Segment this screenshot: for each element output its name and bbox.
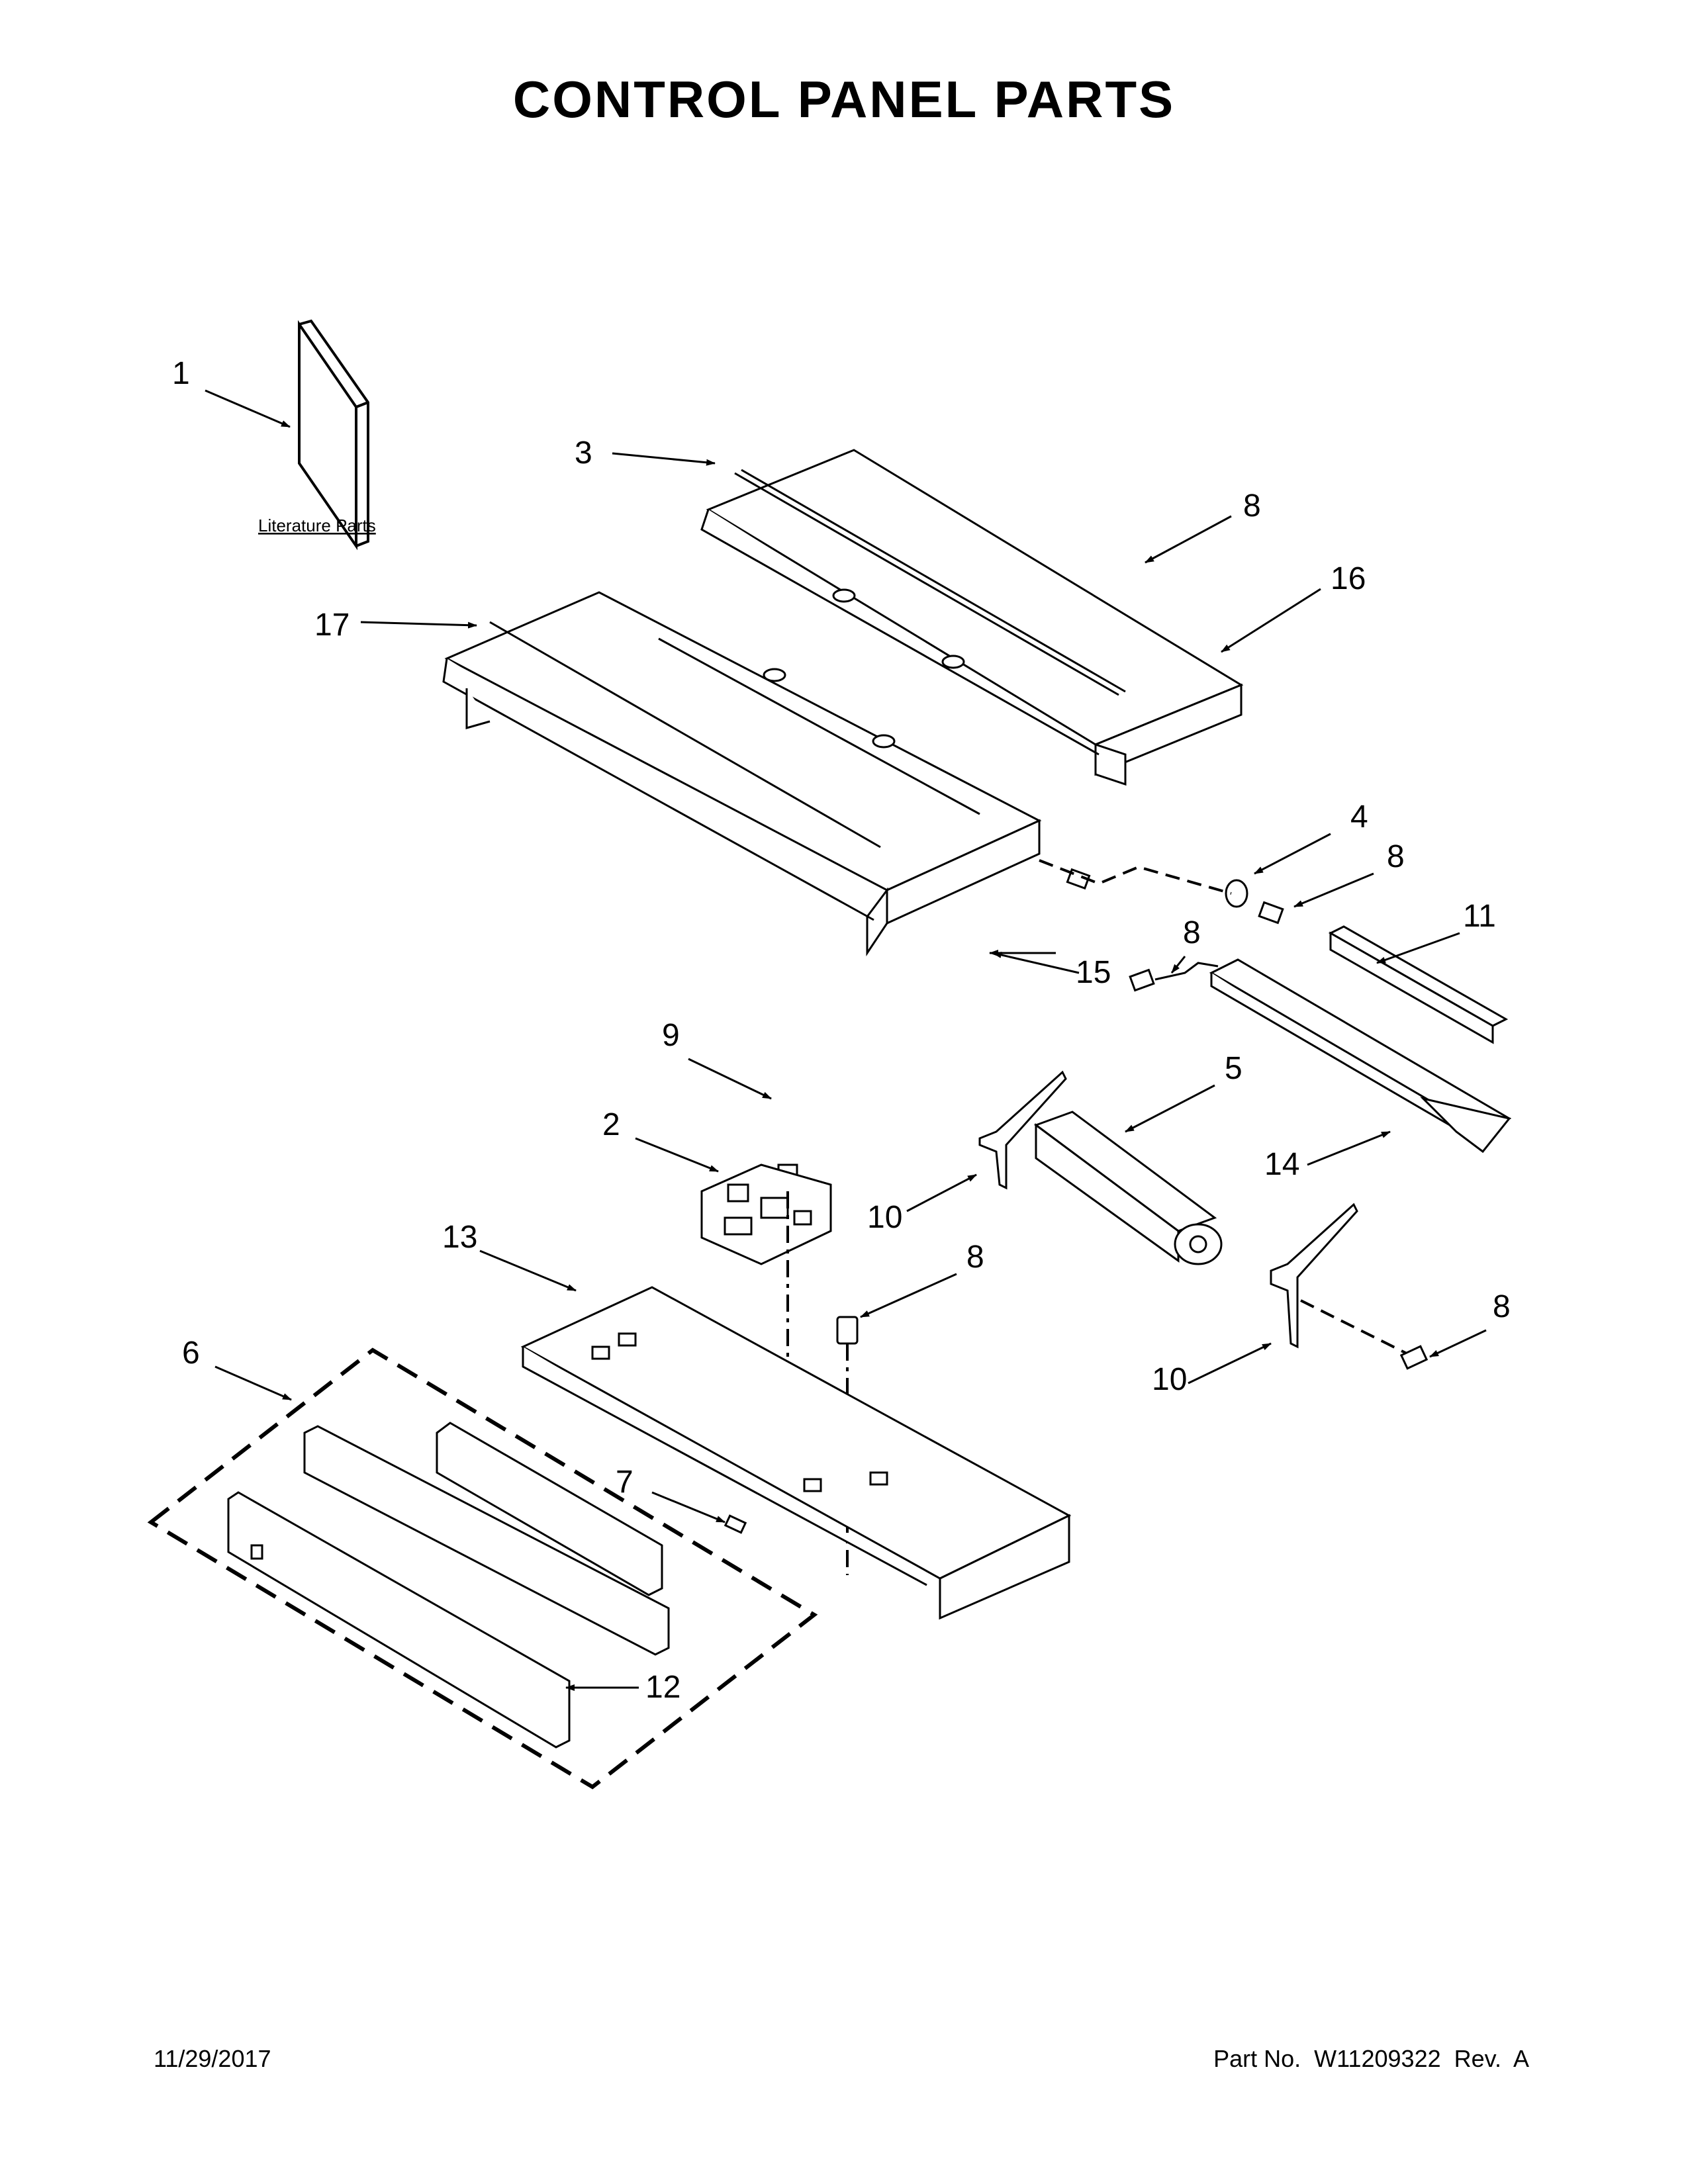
footer-date: 11/29/2017 <box>154 2045 271 2072</box>
clip-7 <box>724 1514 747 1534</box>
callout-15: 15 <box>1076 955 1111 990</box>
callout-13: 13 <box>442 1220 477 1255</box>
callout-9: 9 <box>662 1018 680 1053</box>
callout-3: 3 <box>575 435 592 471</box>
assembly-line-11 <box>1154 962 1219 981</box>
glass-panel <box>436 1422 663 1596</box>
blower-fan-5 <box>1033 1111 1223 1265</box>
screw-group-8 <box>836 1316 1429 1370</box>
callout-10-lower: 10 <box>1152 1362 1187 1397</box>
callout-8-right-lower: 8 <box>1493 1289 1511 1324</box>
callout-8-lower: 8 <box>966 1240 984 1275</box>
callout-4: 4 <box>1350 799 1368 835</box>
literature-booklet <box>298 319 369 551</box>
callout-16: 16 <box>1331 561 1366 596</box>
control-board-2 <box>700 1163 832 1265</box>
callout-5: 5 <box>1225 1051 1243 1086</box>
bracket-assembly-line <box>1300 1299 1407 1355</box>
callout-7: 7 <box>616 1465 633 1500</box>
callout-2: 2 <box>602 1107 620 1142</box>
callout-11: 11 <box>1463 899 1496 934</box>
hinge-bracket-10a <box>978 1070 1067 1190</box>
front-trim-12 <box>227 1425 670 1749</box>
callout-14: 14 <box>1264 1147 1299 1182</box>
page-title: CONTROL PANEL PARTS <box>512 70 1176 128</box>
callout-12: 12 <box>645 1670 680 1705</box>
callout-6: 6 <box>182 1336 200 1371</box>
upper-cover-16 <box>700 449 1244 786</box>
strip-11 <box>1328 925 1509 1044</box>
footer-part-number: Part No. W11209322 Rev. A <box>1213 2045 1529 2072</box>
hinge-bracket-10b <box>1270 1203 1358 1349</box>
callout-17: 17 <box>314 608 350 643</box>
main-panel-13 <box>520 1286 1072 1620</box>
assembly-line-4 <box>1039 859 1232 895</box>
callout-1: 1 <box>172 356 190 391</box>
bracket-14 <box>1209 958 1512 1154</box>
literature-parts-label: Literature Parts <box>258 516 376 535</box>
screw-washer-group <box>1066 868 1284 992</box>
lower-cover-17 <box>442 591 1042 956</box>
callout-8-mid: 8 <box>1183 915 1201 950</box>
callout-numbers: 1 3 8 16 17 4 8 11 8 15 8 9 2 5 10 14 13… <box>172 356 1511 1705</box>
callout-8-top: 8 <box>1243 488 1261 523</box>
callout-8-right: 8 <box>1387 839 1405 874</box>
callout-10-upper: 10 <box>867 1200 902 1235</box>
leader-arrows <box>205 389 1487 1691</box>
assembly-group-6 <box>147 1347 818 1790</box>
